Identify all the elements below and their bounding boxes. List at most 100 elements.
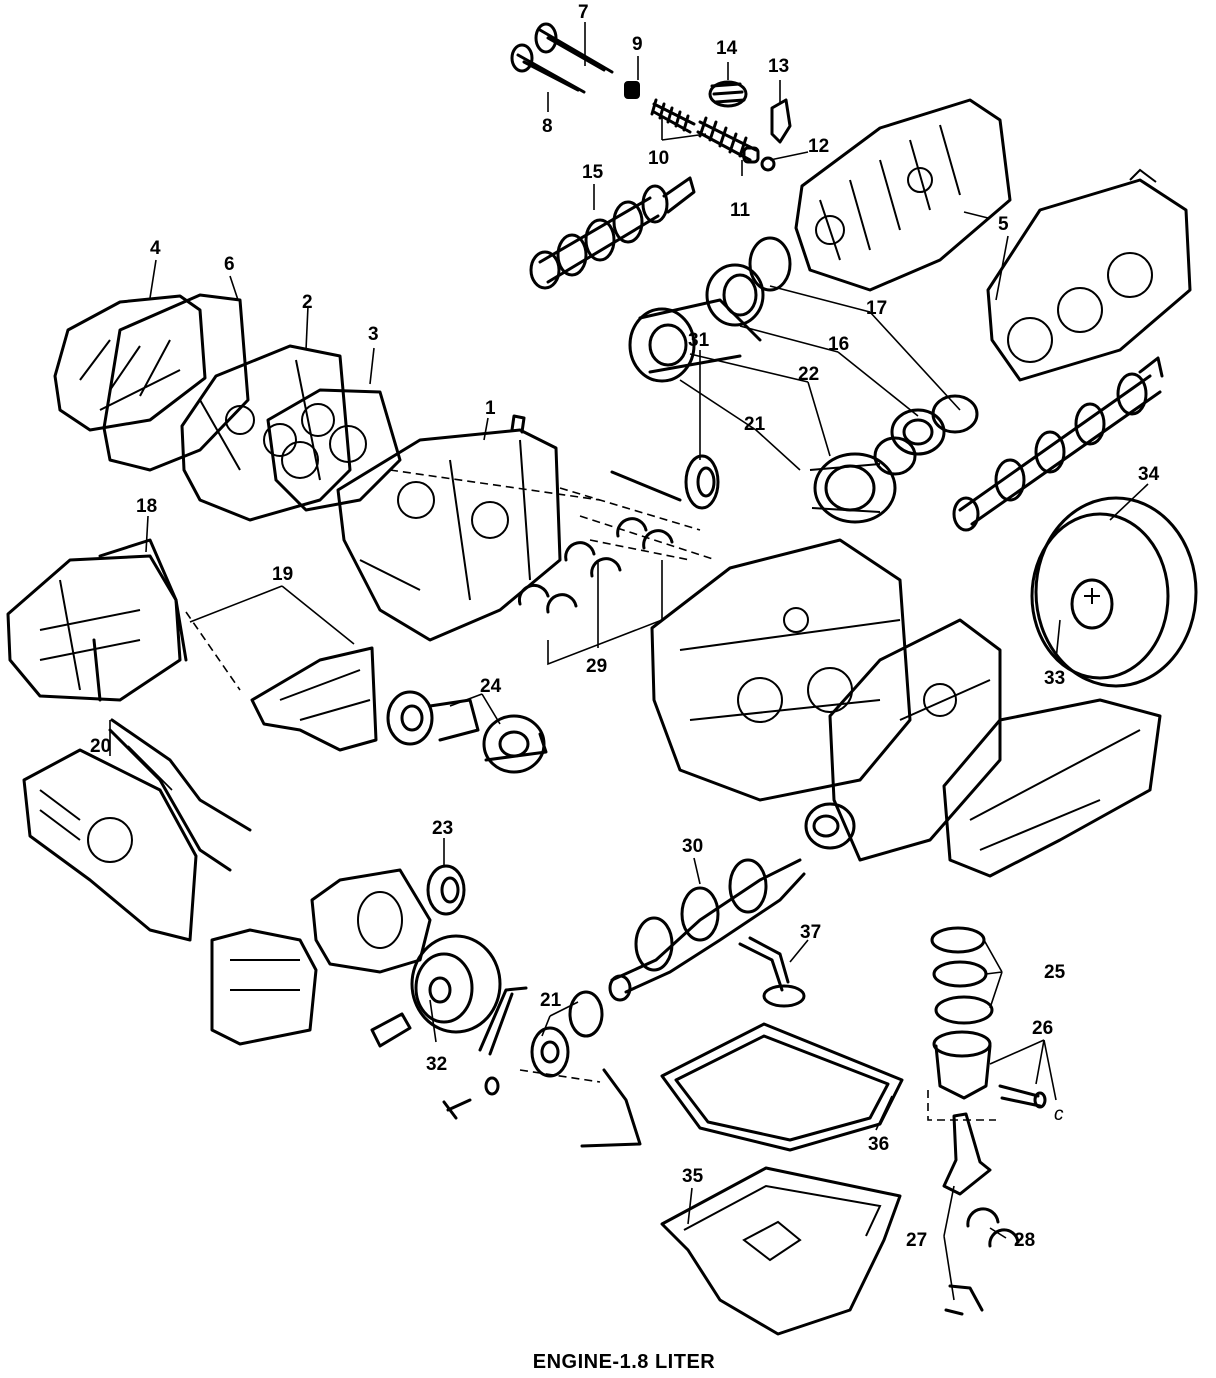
- cam-seal-upper: [705, 263, 765, 327]
- callout-c: c: [1054, 1104, 1064, 1125]
- callout-21-upper: 21: [744, 414, 766, 435]
- piston-pin: [998, 1084, 1047, 1109]
- valve-exhaust: [534, 22, 614, 74]
- oil-strainer: [738, 936, 806, 1008]
- rear-oil-seal: [684, 454, 720, 510]
- oil-pump-housing: [310, 868, 432, 974]
- pulley-bolt: [370, 1012, 412, 1048]
- callout-labels: 1 2 3 4 5 6 7 8 9 10 11 12 13 14 15 16 1…: [90, 2, 1160, 1251]
- timing-cover-gasket-upper: [92, 538, 188, 702]
- rod-bearings: [966, 1207, 1020, 1248]
- cylinder-head-left: [180, 344, 352, 522]
- cylinder-block-left-half: [336, 414, 562, 642]
- timing-cover-outer-lower: [22, 748, 198, 942]
- callout-23: 23: [432, 818, 453, 839]
- piston-ring-top: [930, 926, 986, 954]
- callout-7: 7: [578, 2, 589, 23]
- valve-spring-retainer: [708, 80, 748, 108]
- crank-gear-front: [530, 1026, 570, 1078]
- belt-tensioner: [386, 690, 480, 746]
- valve-seal: [742, 146, 760, 164]
- callout-14: 14: [716, 38, 738, 59]
- cam-seal-lower: [890, 408, 946, 456]
- callout-5: 5: [998, 214, 1009, 235]
- head-gasket-left: [266, 388, 402, 512]
- rocker-arm: [770, 98, 792, 144]
- lash-adjuster: [760, 156, 776, 172]
- crankshaft-sprocket: [426, 864, 466, 916]
- idler-pulley: [482, 714, 548, 774]
- main-bearings: [517, 517, 674, 614]
- callout-31: 31: [688, 330, 710, 351]
- callout-13: 13: [768, 56, 789, 77]
- stud-bolt: [610, 470, 682, 502]
- camshaft-left: [529, 176, 696, 290]
- callout-33: 33: [1044, 668, 1065, 689]
- piston-ring-oil: [934, 995, 994, 1025]
- valve-keeper: [624, 81, 640, 99]
- rod-cap: [944, 1284, 984, 1316]
- rocker-cover-right-lower: [942, 698, 1162, 878]
- callout-24: 24: [480, 676, 502, 697]
- rocker-cover-left: [53, 294, 207, 432]
- cam-pulley-upper: [628, 307, 696, 383]
- callout-34: 34: [1138, 464, 1160, 485]
- bearing-bracket: [547, 560, 663, 666]
- washer: [484, 1076, 500, 1096]
- callout-2: 2: [302, 292, 313, 313]
- timing-belt: [638, 298, 762, 374]
- callout-29: 29: [586, 656, 607, 677]
- callout-6: 6: [224, 254, 235, 275]
- rocker-cover-gasket-left: [102, 293, 250, 472]
- callout-16: 16: [828, 334, 849, 355]
- connecting-rod: [942, 1112, 992, 1196]
- o-ring-upper: [748, 236, 792, 292]
- o-ring-lower: [931, 394, 979, 434]
- oil-pump-cover: [210, 928, 318, 1046]
- callout-19: 19: [272, 564, 293, 585]
- valve-intake: [510, 43, 586, 94]
- callout-28: 28: [1014, 1230, 1035, 1251]
- callout-21-lower: 21: [540, 990, 562, 1011]
- diagram-caption: ENGINE-1.8 LITER: [533, 1351, 716, 1373]
- callout-37: 37: [800, 922, 821, 943]
- cylinder-head-right: [794, 98, 1012, 292]
- piston-ring-second: [932, 960, 988, 988]
- oil-pan: [660, 1166, 902, 1336]
- piston: [932, 1030, 992, 1100]
- callout-8: 8: [542, 116, 553, 137]
- alignment-lines: [185, 469, 996, 1121]
- crank-gear-rear: [568, 990, 604, 1038]
- assembled-engine: [650, 538, 1002, 862]
- crankshaft-pulley: [410, 934, 502, 1034]
- callout-35: 35: [682, 1166, 704, 1187]
- crank-rear-gear: [804, 802, 856, 850]
- drain-bolt: [442, 1098, 472, 1120]
- valve-spring-outer: [696, 116, 758, 162]
- callout-36: 36: [868, 1134, 889, 1155]
- camshaft-right: [952, 356, 1164, 532]
- timing-cover-gasket-lower: [108, 718, 252, 872]
- callout-32: 32: [426, 1054, 447, 1075]
- valve-spring-inner: [650, 98, 696, 134]
- oil-level-gauge: [580, 1068, 642, 1148]
- callout-11: 11: [730, 200, 751, 221]
- callout-22: 22: [798, 364, 819, 385]
- callout-1: 1: [485, 398, 496, 419]
- timing-cover-outer-upper: [6, 554, 182, 702]
- callout-10: 10: [648, 148, 669, 169]
- callout-3: 3: [368, 324, 379, 345]
- callout-15: 15: [582, 162, 604, 183]
- callout-18: 18: [136, 496, 157, 517]
- callout-26: 26: [1032, 1018, 1053, 1039]
- leader-lines: [109, 22, 1149, 1301]
- oil-pan-gasket: [660, 1022, 904, 1152]
- cam-seal-lower-2: [873, 436, 917, 476]
- cam-pulley-lower: [809, 452, 897, 524]
- timing-cover-inner: [250, 646, 378, 752]
- dipstick-tube: [478, 986, 528, 1056]
- callout-30: 30: [682, 836, 703, 857]
- callout-12: 12: [808, 136, 829, 157]
- callout-17: 17: [866, 298, 887, 319]
